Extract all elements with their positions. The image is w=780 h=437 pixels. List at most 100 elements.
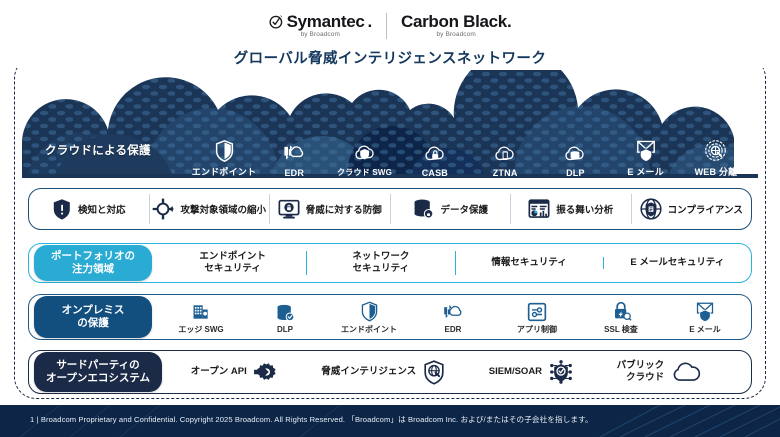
cloud-item-label: クラウド SWG	[337, 168, 393, 177]
thirdparty-items-list: オープン API 脅威インテリジェンス	[169, 360, 751, 385]
thirdparty-item-public-cloud[interactable]: パブリック クラウド	[617, 360, 706, 384]
brand-logo-bar: Symantec. by Broadcom Carbon Black. by B…	[0, 8, 780, 44]
portfolio-label-line1: エンドポイント	[199, 250, 266, 262]
onprem-item-label: E メール	[689, 325, 721, 334]
onprem-item-label: SSL 検査	[604, 325, 638, 334]
portfolio-items-list: エンドポイント セキュリティ ネットワーク セキュリティ 情報セキュリティ E …	[159, 249, 751, 277]
portfolio-item-network-security[interactable]: ネットワーク セキュリティ	[307, 250, 456, 276]
edr-cloud-icon	[411, 300, 495, 323]
cloud-item-casb[interactable]: CASB	[401, 140, 469, 178]
onprem-item-label: DLP	[277, 325, 293, 334]
capability-label: コンプライアンス	[667, 205, 743, 216]
onprem-item-edge-swg[interactable]: エッジ SWG	[159, 299, 243, 335]
onprem-item-email[interactable]: E メール	[663, 299, 747, 335]
onprem-item-app-control[interactable]: アプリ制御	[495, 299, 579, 335]
cloud-item-email[interactable]: E メール	[612, 137, 680, 178]
symantec-byline: by Broadcom	[300, 31, 340, 39]
cloud-item-label: ZTNA	[492, 168, 518, 178]
compliance-badge-icon	[640, 198, 662, 220]
shield-alert-icon	[53, 198, 70, 220]
footer-texture	[0, 405, 780, 437]
thirdparty-label-line1: パブリック	[616, 360, 665, 372]
database-lock-icon	[415, 199, 434, 219]
cloud-device-icon	[471, 140, 539, 165]
cloud-item-ztna[interactable]: ZTNA	[471, 140, 539, 178]
shield-icon	[190, 137, 258, 163]
thirdparty-caption-badge[interactable]: サードパーティの オープンエコシステム	[34, 352, 162, 392]
portfolio-caption-line1: ポートフォリオの	[51, 249, 135, 262]
onprem-item-edr[interactable]: EDR	[411, 300, 495, 334]
portfolio-label-line2: セキュリティ	[204, 263, 261, 274]
cloud-item-label: WEB 分離	[694, 167, 738, 177]
threat-intel-shield-icon	[424, 360, 444, 385]
capability-label: 振る舞い分析	[556, 205, 614, 216]
cloud-protection-label: クラウドによる保護	[45, 145, 151, 157]
capability-behavior-analytics[interactable]: 振る舞い分析	[511, 194, 632, 224]
monitor-lock-icon	[278, 199, 300, 218]
cloud-shape-svg	[22, 70, 758, 178]
onprem-item-label: エッジ SWG	[178, 325, 224, 334]
portfolio-item-email-security[interactable]: E メールセキュリティ	[604, 257, 751, 269]
onprem-item-dlp[interactable]: DLP	[243, 300, 327, 334]
capability-detect-respond[interactable]: 検知と対応	[29, 194, 150, 224]
cloud-item-dlp[interactable]: DLP	[541, 140, 609, 178]
web-isolation-icon	[682, 137, 750, 162]
portfolio-label-line1: 情報セキュリティ	[491, 256, 567, 268]
capability-compliance[interactable]: コンプライアンス	[632, 194, 752, 224]
cloud-item-web-isolation[interactable]: WEB 分離	[682, 137, 750, 178]
thirdparty-label-line1: オープン API	[190, 366, 247, 378]
cloud-item-label: EDR	[284, 168, 305, 178]
cloud-item-edr[interactable]: EDR	[260, 140, 328, 178]
email-shield-icon	[663, 299, 747, 323]
portfolio-item-information-security[interactable]: 情報セキュリティ	[456, 256, 604, 270]
cloud-items-list: エンドポイント EDR クラウド SWG CASB	[190, 128, 750, 178]
capability-label: 攻撃対象領域の縮小	[180, 205, 266, 216]
building-edge-icon	[159, 299, 243, 322]
thirdparty-caption-line2: オープンエコシステム	[45, 372, 151, 384]
app-control-icon	[495, 299, 579, 322]
portfolio-caption-line2: 注力領域	[72, 263, 114, 275]
portfolio-label-line2: セキュリティ	[352, 263, 410, 274]
portfolio-caption-badge[interactable]: ポートフォリオの 注力領域	[34, 245, 152, 281]
portfolio-item-endpoint-security[interactable]: エンドポイント セキュリティ	[159, 250, 308, 276]
thirdparty-label-line2: クラウド	[626, 372, 665, 383]
portfolio-label-line1: ネットワーク	[352, 250, 410, 262]
capability-data-protection[interactable]: データ保護	[391, 194, 511, 224]
onprem-caption-line1: オンプレミス	[61, 303, 125, 316]
carbon-black-logo: Carbon Black. by Broadcom	[400, 12, 512, 39]
cloud-lock-icon	[401, 140, 469, 165]
gear-arrow-icon	[253, 363, 276, 380]
capability-label: 検知と対応	[77, 205, 126, 216]
thirdparty-item-threat-intelligence[interactable]: 脅威インテリジェンス	[321, 360, 445, 385]
shield-icon	[327, 299, 411, 322]
cloud-item-cloud-swg[interactable]: クラウド SWG	[331, 139, 399, 178]
siem-soar-shield-icon	[550, 360, 572, 384]
symantec-checkmark-icon	[269, 15, 282, 29]
capability-label: 脅威に対する防御	[305, 205, 382, 216]
thirdparty-item-open-api[interactable]: オープン API	[191, 361, 278, 383]
onprem-caption-badge[interactable]: オンプレミス の保護	[34, 296, 152, 338]
cloud-swg-icon	[331, 139, 399, 164]
onprem-item-endpoint[interactable]: エンドポイント	[327, 299, 411, 335]
carbon-black-byline: by Broadcom	[436, 31, 476, 39]
onprem-item-ssl-inspection[interactable]: SSL 検査	[579, 299, 663, 335]
edr-cloud-icon	[260, 140, 328, 165]
portfolio-label-line1: E メールセキュリティ	[630, 256, 725, 268]
carbon-black-wordmark: Carbon Black.	[400, 12, 512, 32]
capability-attack-surface[interactable]: 攻撃対象領域の縮小	[150, 194, 270, 224]
onprem-item-label: アプリ制御	[517, 325, 557, 334]
cloud-item-label: DLP	[566, 168, 585, 178]
cloud-graphic	[22, 70, 758, 178]
cloud-item-endpoint[interactable]: エンドポイント	[190, 137, 258, 178]
capability-label: データ保護	[440, 205, 488, 216]
crosshair-icon	[153, 198, 174, 220]
onprem-item-label: EDR	[444, 325, 462, 334]
onprem-caption-line2: の保護	[77, 317, 109, 329]
thirdparty-item-siem-soar[interactable]: SIEM/SOAR	[489, 360, 573, 384]
footer-copyright: 1 | Broadcom Proprietary and Confidentia…	[30, 415, 593, 424]
thirdparty-label-line1: 脅威インテリジェンス	[321, 366, 417, 378]
capability-threat-protection[interactable]: 脅威に対する防御	[270, 194, 391, 224]
onprem-item-label: エンドポイント	[341, 325, 397, 334]
thirdparty-label-line1: SIEM/SOAR	[488, 366, 543, 378]
